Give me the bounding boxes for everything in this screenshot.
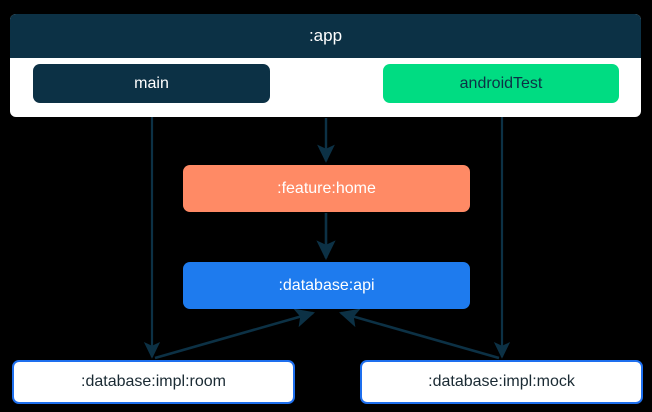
- node-database-impl-room-label: :database:impl:room: [81, 373, 226, 390]
- node-main[interactable]: main: [33, 64, 270, 103]
- node-database-api-label: :database:api: [278, 276, 375, 294]
- node-database-api[interactable]: :database:api: [183, 262, 470, 309]
- node-main-label: main: [134, 74, 169, 92]
- node-androidtest[interactable]: androidTest: [383, 64, 619, 103]
- node-database-impl-mock-label: :database:impl:mock: [428, 373, 575, 390]
- node-feature-home-label: :feature:home: [277, 179, 376, 197]
- edge-database-impl-room-to-database-api: [154, 308, 316, 360]
- node-feature-home[interactable]: :feature:home: [183, 165, 470, 212]
- node-database-impl-room[interactable]: :database:impl:room: [12, 360, 295, 404]
- subgraph-app-title: :app: [10, 14, 641, 58]
- node-database-impl-mock[interactable]: :database:impl:mock: [360, 360, 643, 404]
- node-androidtest-label: androidTest: [459, 74, 543, 92]
- edge-database-impl-mock-to-database-api: [338, 308, 500, 360]
